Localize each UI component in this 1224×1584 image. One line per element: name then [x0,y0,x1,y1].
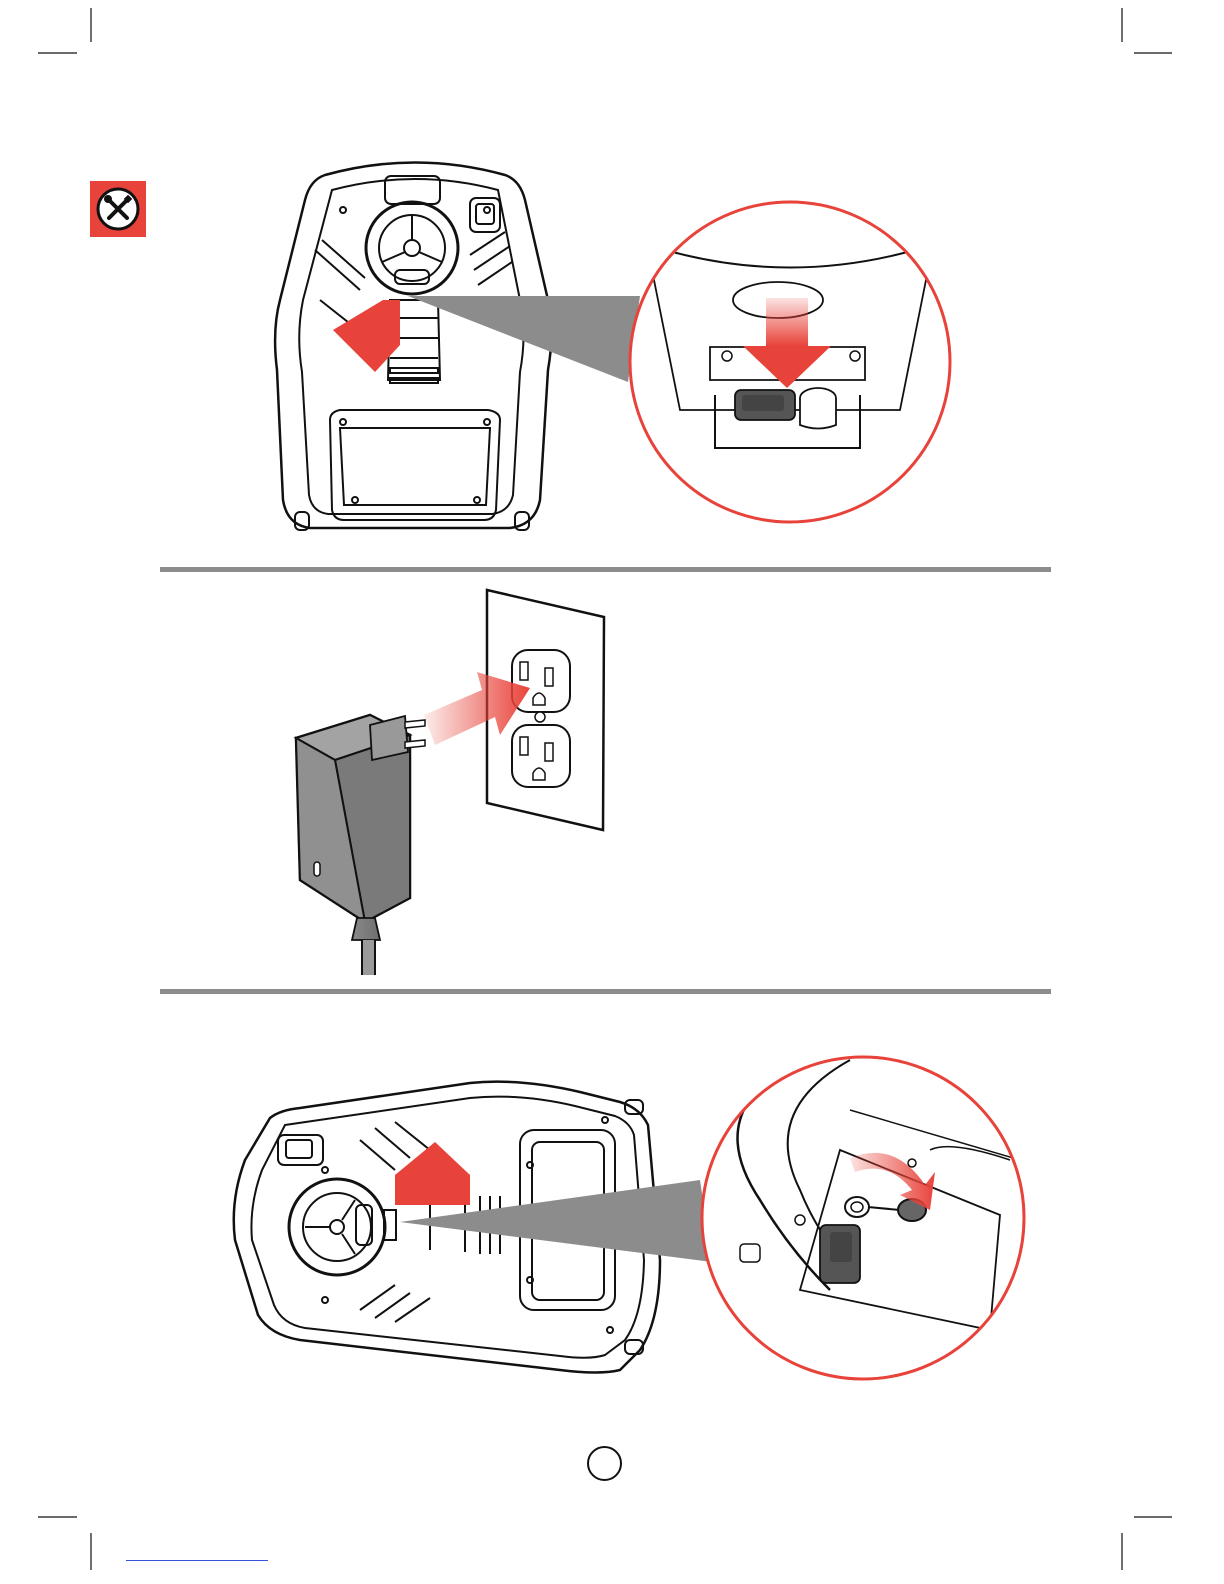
page-number [587,1446,622,1481]
step-3-vehicle-arrow [395,1142,470,1205]
footer-link-underline [126,1560,268,1561]
